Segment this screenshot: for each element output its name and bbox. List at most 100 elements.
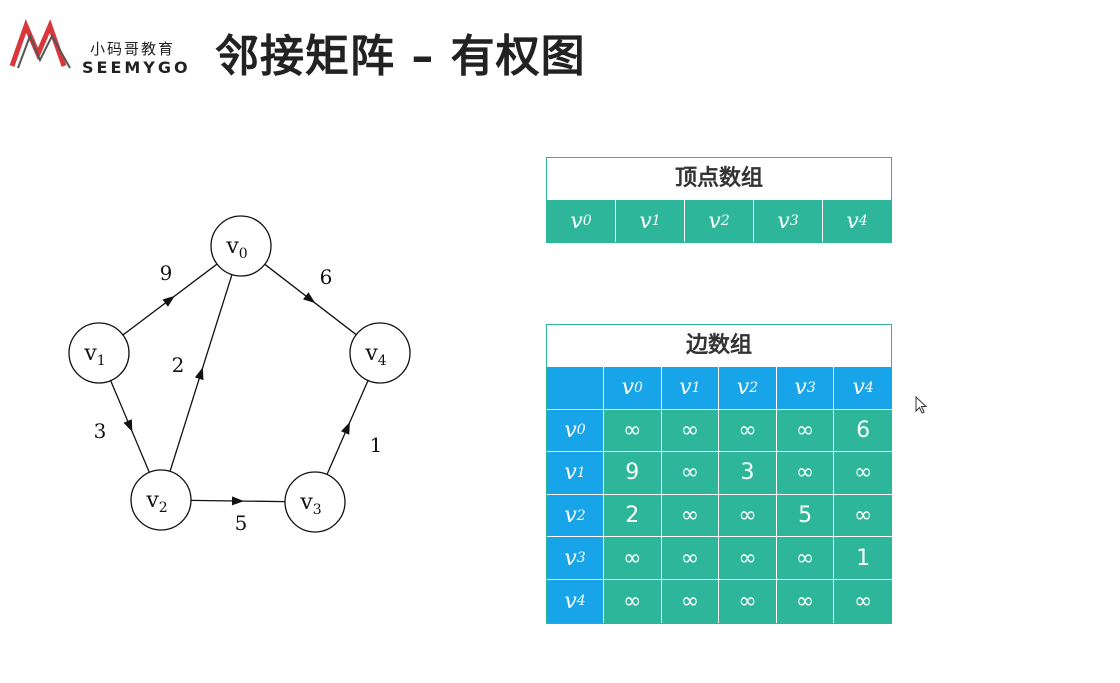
graph-node-label: v4 bbox=[364, 341, 386, 369]
matrix-cell: ∞ bbox=[661, 409, 720, 453]
vertex-subscript: 1 bbox=[691, 379, 701, 396]
vertex-symbol: v bbox=[679, 375, 692, 401]
matrix-cell: 6 bbox=[834, 409, 892, 453]
edge-weight-label: 5 bbox=[235, 511, 248, 535]
node-subscript: 2 bbox=[159, 500, 168, 516]
vertex-symbol: v bbox=[736, 375, 750, 401]
matrix-cell: ∞ bbox=[776, 579, 835, 623]
vertex-subscript: 1 bbox=[576, 464, 586, 481]
matrix-cell: ∞ bbox=[604, 409, 662, 453]
matrix-cell: ∞ bbox=[776, 452, 835, 495]
graph-node-v0 bbox=[210, 215, 272, 277]
matrix-cell: 9 bbox=[604, 452, 662, 495]
node-subscript: 1 bbox=[97, 353, 106, 369]
vertex-subscript: 0 bbox=[582, 213, 592, 229]
matrix-cell: 5 bbox=[776, 494, 835, 538]
vertex-symbol: v bbox=[777, 208, 790, 234]
logo-mark-icon bbox=[9, 19, 71, 69]
vertex-subscript: 3 bbox=[576, 550, 586, 567]
graph-node-v2 bbox=[130, 469, 192, 531]
vertex-symbol: v bbox=[708, 208, 721, 234]
matrix-cell: 3 bbox=[719, 452, 777, 495]
vertex-subscript: 0 bbox=[576, 422, 586, 439]
graph-node-v3 bbox=[284, 471, 346, 533]
vertex-symbol: v bbox=[852, 375, 865, 401]
node-subscript: 0 bbox=[239, 246, 248, 262]
node-symbol: v bbox=[83, 341, 97, 366]
vertex-symbol: v bbox=[570, 208, 583, 234]
vertex-symbol: v bbox=[564, 545, 577, 571]
vertex-subscript: 4 bbox=[576, 593, 586, 610]
vertex-symbol: v bbox=[564, 460, 577, 486]
vertex-symbol: v bbox=[564, 417, 577, 443]
graph-node-label: v2 bbox=[145, 488, 167, 516]
vertex-subscript: 4 bbox=[858, 213, 868, 229]
matrix-cell: ∞ bbox=[834, 452, 892, 495]
matrix-cell: ∞ bbox=[604, 537, 662, 580]
vertex-subscript: 1 bbox=[651, 213, 661, 229]
edge-arrowhead-icon bbox=[231, 496, 244, 506]
matrix-cell: ∞ bbox=[719, 494, 777, 538]
vertex-subscript: 3 bbox=[789, 213, 799, 229]
vertex-subscript: 2 bbox=[749, 379, 759, 396]
vertex-symbol: v bbox=[564, 503, 577, 529]
page-title: 邻接矩阵 – 有权图 bbox=[215, 31, 586, 82]
node-subscript: 4 bbox=[378, 353, 387, 369]
vertex-symbol: v bbox=[621, 375, 635, 401]
node-symbol: v bbox=[364, 341, 378, 366]
edge-arrowhead-icon bbox=[194, 367, 204, 381]
matrix-cell: ∞ bbox=[661, 452, 720, 495]
node-symbol: v bbox=[299, 490, 313, 515]
matrix-cell: ∞ bbox=[661, 494, 720, 538]
vertex-subscript: 0 bbox=[634, 379, 643, 396]
edge-weight-label: 6 bbox=[320, 265, 333, 289]
graph-node-v4 bbox=[349, 322, 411, 384]
edge-arrowhead-icon bbox=[162, 295, 175, 307]
matrix-cell: ∞ bbox=[834, 494, 892, 538]
matrix-cell: 2 bbox=[604, 494, 662, 538]
edge-array-title: 边数组 bbox=[547, 325, 891, 367]
vertex-subscript: 3 bbox=[806, 379, 816, 396]
matrix-corner-cell bbox=[547, 367, 604, 410]
matrix-cell: ∞ bbox=[776, 409, 835, 453]
vertex-subscript: 2 bbox=[720, 213, 730, 229]
matrix-cell: ∞ bbox=[661, 537, 720, 580]
node-subscript: 3 bbox=[313, 502, 322, 518]
vertex-subscript: 4 bbox=[864, 379, 874, 396]
logo-english-text: SEEMYGO bbox=[82, 58, 191, 77]
vertex-symbol: v bbox=[564, 588, 577, 614]
vertex-symbol: v bbox=[846, 208, 859, 234]
edge-weight-label: 2 bbox=[172, 353, 185, 377]
node-symbol: v bbox=[145, 488, 159, 513]
logo-chinese-text: 小码哥教育 bbox=[90, 40, 176, 58]
graph-node-label: v0 bbox=[225, 234, 247, 262]
graph-node-label: v1 bbox=[83, 341, 105, 369]
mouse-cursor-icon bbox=[915, 396, 928, 414]
node-symbol: v bbox=[225, 234, 239, 259]
edge-arrowhead-icon bbox=[340, 422, 350, 435]
graph-node-label: v3 bbox=[299, 490, 321, 518]
matrix-cell: ∞ bbox=[719, 409, 777, 453]
edge-arrowhead-icon bbox=[123, 419, 133, 433]
vertex-subscript: 2 bbox=[576, 507, 586, 524]
matrix-cell: ∞ bbox=[719, 537, 777, 580]
